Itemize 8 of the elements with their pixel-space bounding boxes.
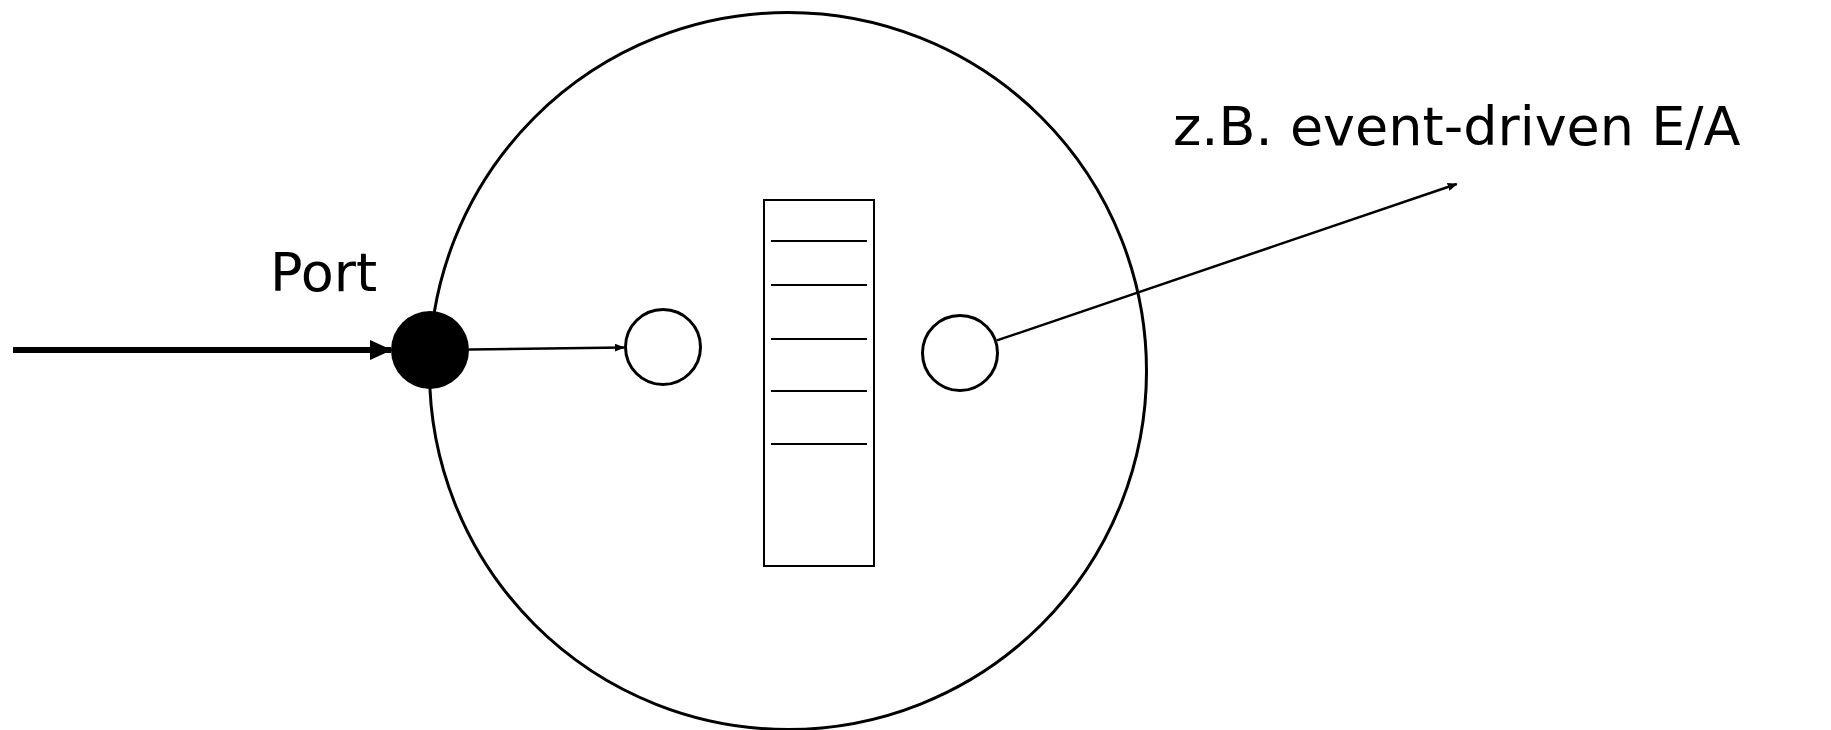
arrow [469, 343, 625, 352]
small-circle [921, 314, 999, 392]
queue-box [763, 199, 875, 567]
text-label: z.B. event-driven E/A [1173, 100, 1741, 154]
small-circle [624, 308, 702, 386]
arrow [13, 340, 392, 360]
arrow [996, 182, 1458, 342]
port-label: Port [270, 246, 378, 300]
